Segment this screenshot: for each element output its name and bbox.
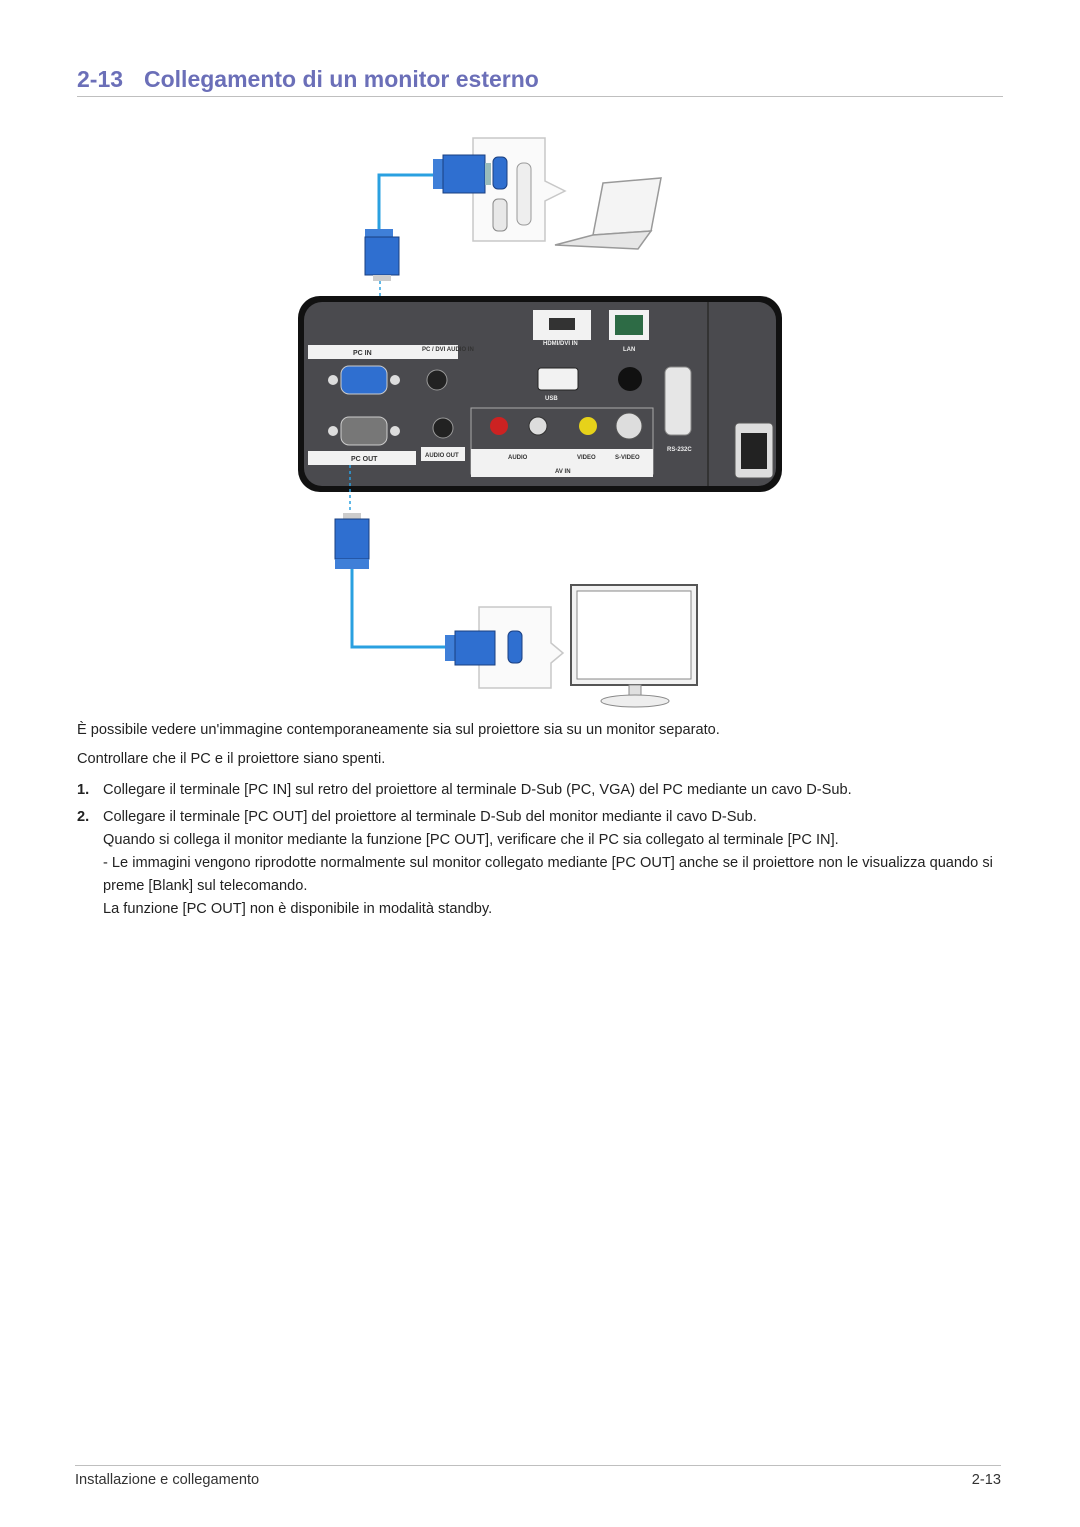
audio-r-jack-icon (490, 417, 508, 435)
section-number: 2-13 (77, 66, 124, 92)
dsub-connector-pc-out (334, 513, 370, 569)
audio-l-jack-icon (528, 416, 548, 436)
video-jack-icon (579, 417, 597, 435)
cable-monitor (350, 569, 445, 649)
label-av-in: AV IN (555, 469, 571, 475)
monitor-port-callout (478, 606, 565, 689)
label-rs232c: RS-232C (667, 447, 692, 453)
laptop-icon (554, 177, 662, 250)
connection-diagram: PC IN PC / DVI AUDIO IN PC OUT AUDIO OUT… (293, 133, 793, 713)
parallel-port-icon (516, 162, 532, 226)
label-pc-dvi-audio-in: PC / DVI AUDIO IN (422, 347, 474, 353)
label-audio: AUDIO (508, 455, 528, 461)
pc-in-port-icon (340, 365, 388, 395)
dsub-connector-monitor (445, 630, 496, 666)
step-text: Collegare il terminale [PC OUT] del proi… (103, 809, 757, 825)
check-text: Controllare che il PC e il proiettore si… (77, 751, 386, 767)
label-usb: USB (545, 396, 558, 402)
label-lan: LAN (623, 347, 635, 353)
pc-out-port-icon (340, 416, 388, 446)
rs232c-port-icon (664, 366, 692, 436)
label-s-video: S-VIDEO (615, 455, 640, 461)
dsub-connector-pc-in (364, 229, 400, 281)
step-text: Collegare il terminale [PC IN] sul retro… (103, 782, 852, 798)
note-blank: - Le immagini vengono riprodotte normalm… (103, 855, 993, 894)
ir-sensor-icon (618, 367, 642, 391)
usb-port-icon (537, 367, 579, 391)
step-2-extra: Quando si collega il monitor mediante la… (103, 832, 839, 848)
page-number: 2-13 (971, 1472, 1001, 1488)
footer-section: Installazione e collegamento (75, 1472, 260, 1488)
intro-text: È possibile vedere un'immagine contempor… (77, 722, 720, 738)
dvi-port-icon (492, 198, 508, 232)
step-list: 1. Collegare il terminale [PC IN] sul ret… (77, 779, 1003, 921)
step-1: 1. Collegare il terminale [PC IN] sul ret… (77, 779, 1003, 802)
step-number: 2. (77, 809, 90, 825)
label-video: VIDEO (577, 455, 596, 461)
section-heading: 2-13 Collegamento di un monitor esterno (77, 66, 1003, 97)
pc-port-callout (472, 137, 567, 242)
cable-pc (377, 173, 433, 229)
note-standby: La funzione [PC OUT] non è disponibile i… (103, 901, 493, 917)
section-title: Collegamento di un monitor esterno (144, 66, 539, 92)
instructions: È possibile vedere un'immagine contempor… (77, 719, 1003, 921)
vga-port-icon (492, 156, 508, 190)
label-hdmi-dvi-in: HDMI/DVI IN (543, 341, 578, 347)
audio-in-jack-icon (426, 369, 448, 391)
projector-rear-panel: PC IN PC / DVI AUDIO IN PC OUT AUDIO OUT… (298, 296, 782, 492)
s-video-jack-icon (615, 412, 643, 440)
step-number: 1. (77, 782, 90, 798)
dsub-connector-top (433, 154, 491, 194)
label-audio-out: AUDIO OUT (425, 453, 459, 459)
label-pc-out: PC OUT (351, 456, 378, 463)
step-2: 2. Collegare il terminale [PC OUT] del pr… (77, 806, 1003, 829)
lan-port-icon (615, 315, 643, 335)
hdmi-port-icon (549, 318, 575, 330)
page-footer: Installazione e collegamento 2-13 (75, 1465, 1001, 1488)
monitor-icon (570, 584, 698, 708)
label-pc-in: PC IN (353, 350, 372, 357)
audio-out-jack-icon (432, 417, 454, 439)
